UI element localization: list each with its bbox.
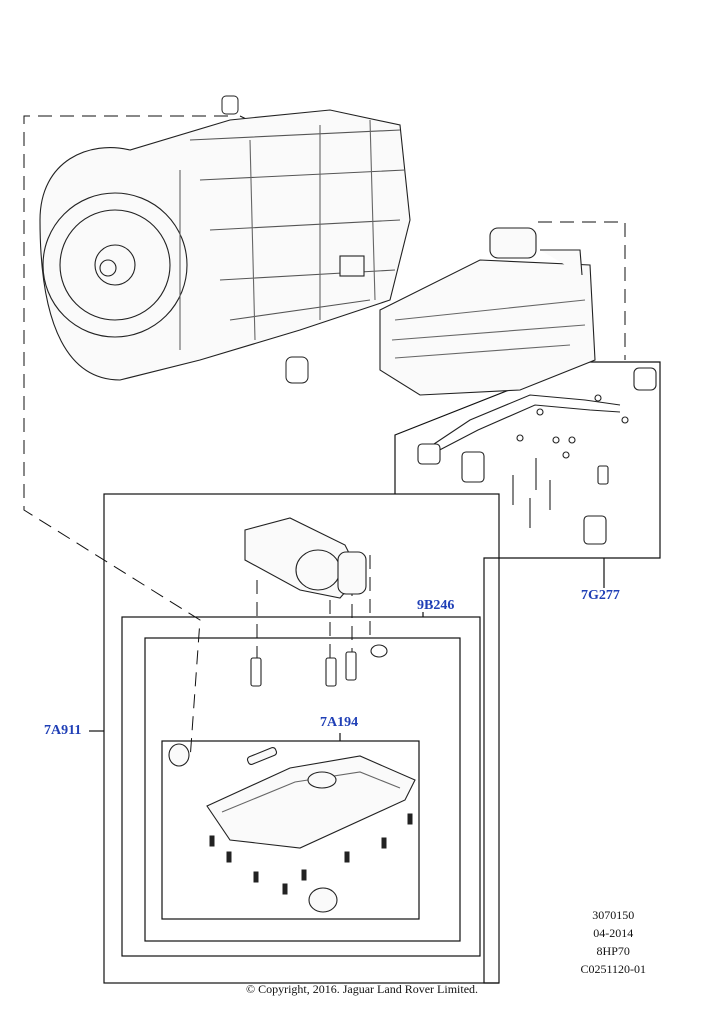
oil-pan (168, 743, 416, 913)
frame-7a911 (103, 493, 500, 984)
mechatronic-unit (244, 517, 367, 599)
copyright-notice: © Copyright, 2016. Jaguar Land Rover Lim… (245, 982, 479, 996)
valve-body (379, 227, 596, 396)
harness-and-fasteners (417, 367, 657, 545)
illustration-number: 3070150 (592, 908, 635, 922)
reference-model: 8HP70 (596, 944, 630, 958)
callout-9b246: 9B246 (417, 598, 455, 613)
frame-7g277 (394, 361, 661, 984)
drain-plug-top (221, 95, 309, 384)
reference-block: 3070150 04-2014 8HP70 C0251120-01 (580, 906, 646, 978)
catalogue-code: C0251120-01 (580, 962, 646, 976)
reference-date: 04-2014 (593, 926, 634, 940)
pan-bolts (209, 813, 413, 895)
callout-7g277: 7G277 (581, 588, 620, 603)
callout-7a911: 7A911 (44, 723, 82, 738)
transmission-housing (39, 109, 411, 381)
frame-mechatronic (144, 637, 461, 942)
mechatronic-bolts (250, 644, 388, 687)
frame-7a194 (161, 740, 420, 920)
frame-inner-9b246 (121, 616, 481, 957)
callout-7a194: 7A194 (320, 715, 359, 730)
